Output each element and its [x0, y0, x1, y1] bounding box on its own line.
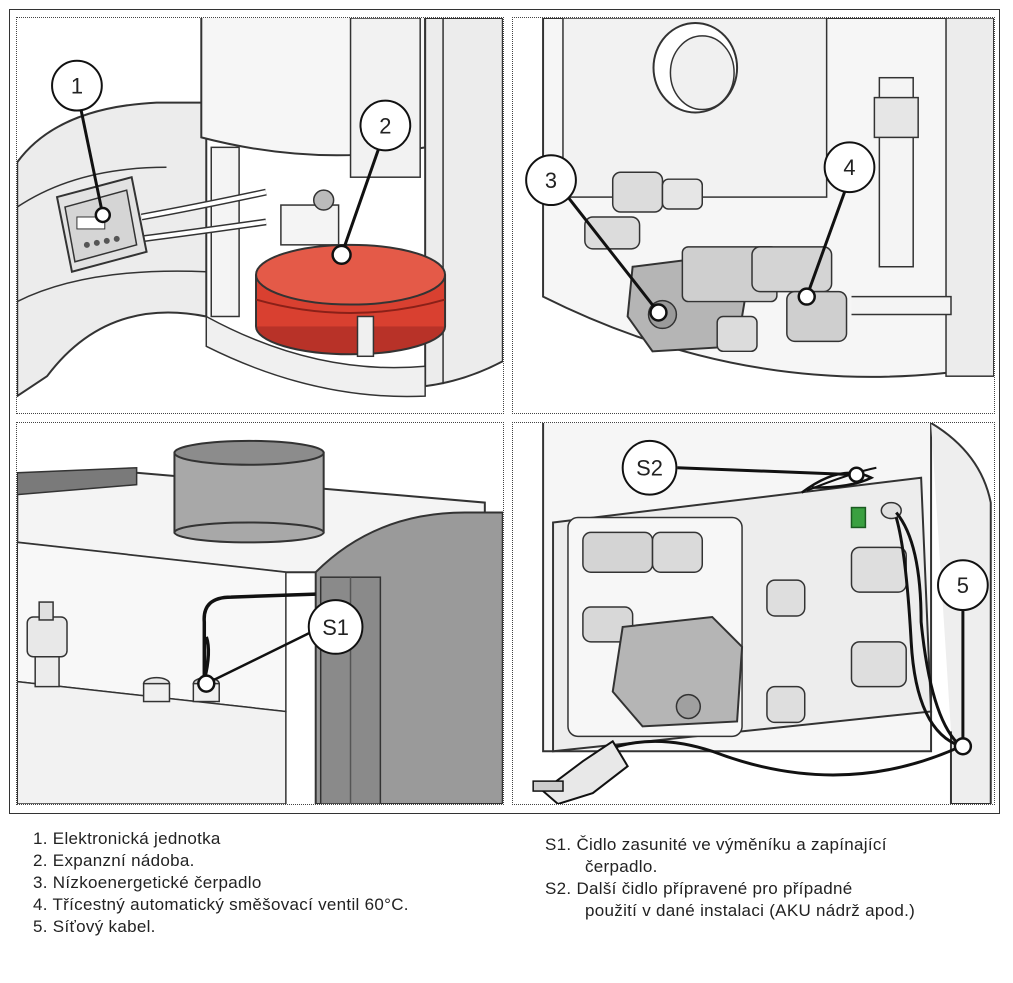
svg-text:S1: S1: [322, 615, 349, 640]
svg-text:1: 1: [71, 74, 83, 99]
legend-item-5: 5. Síťový kabel.: [33, 917, 156, 936]
svg-text:4: 4: [843, 155, 855, 180]
panel-pump-mixing-valve: 3 4: [512, 17, 995, 414]
boiler-interior-illustration-1: 1 2: [17, 18, 503, 398]
callout-5-power-cable: 5: [937, 559, 989, 612]
callout-1-electronic-unit: 1: [51, 59, 103, 112]
legend-s2-line1: S2. Další čidlo přípravené pro případné: [545, 879, 853, 898]
svg-text:3: 3: [545, 168, 557, 193]
legend-s2-line2: použití v dané instalaci (AKU nádrž apod…: [585, 901, 916, 920]
callout-4-mixing-valve: 4: [823, 141, 876, 194]
svg-text:S2: S2: [636, 456, 663, 481]
legend-numbered-items: 1. Elektronická jednotka 2. Expanzní nád…: [33, 828, 409, 938]
callout-s1-sensor: S1: [307, 599, 364, 655]
panel-control-unit-expansion-vessel: 1 2: [16, 17, 504, 414]
callout-2-expansion-vessel: 2: [359, 99, 412, 152]
figure-frame: [9, 9, 1000, 814]
boiler-top-illustration: S1: [17, 439, 503, 804]
panel-sensor-s2-power-cable: S2 5: [512, 422, 995, 805]
legend-s1-line1: S1. Čidlo zasunité ve výměníku a zapínaj…: [545, 835, 887, 854]
legend-s1-line2: čerpadlo.: [585, 857, 658, 876]
svg-text:2: 2: [379, 113, 391, 138]
legend-item-2: 2. Expanzní nádoba.: [33, 851, 195, 870]
panel-sensor-s1: S1: [16, 422, 504, 805]
callout-s2-sensor: S2: [621, 439, 678, 496]
legend-item-3: 3. Nízkoenergetické čerpadlo: [33, 873, 262, 892]
boiler-interior-illustration-2: 3 4: [525, 18, 994, 378]
legend-sensor-items: S1. Čidlo zasunité ve výměníku a zapínaj…: [545, 834, 915, 922]
svg-text:5: 5: [957, 573, 969, 598]
boiler-rear-illustration: S2 5: [532, 423, 992, 804]
legend-item-1: 1. Elektronická jednotka: [33, 829, 221, 848]
legend-item-4: 4. Třícestný automatický směšovací venti…: [33, 895, 409, 914]
callout-3-pump: 3: [525, 154, 577, 207]
